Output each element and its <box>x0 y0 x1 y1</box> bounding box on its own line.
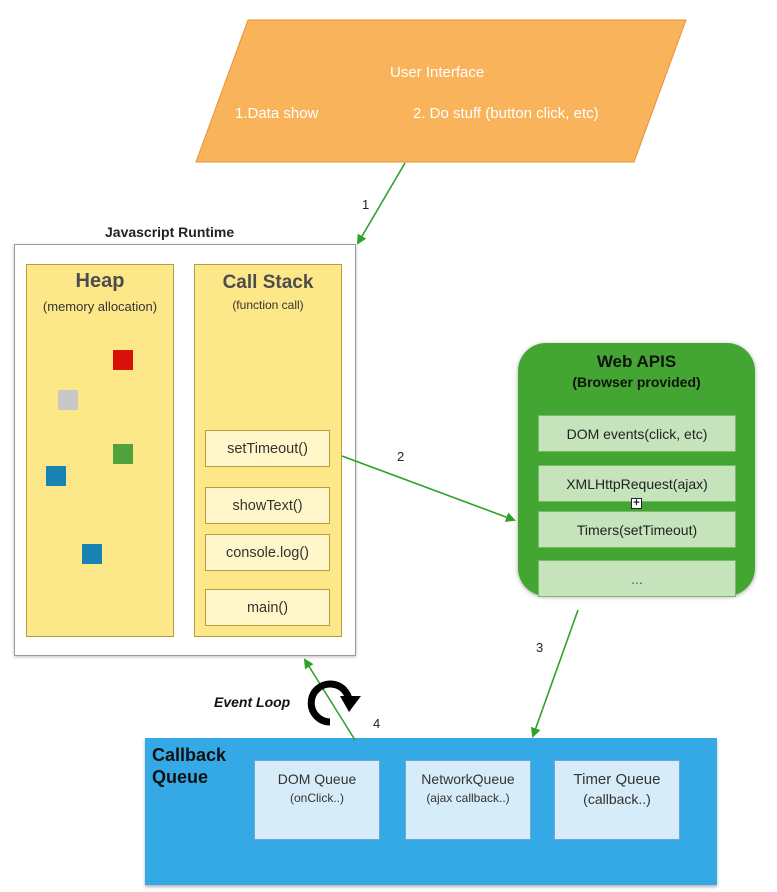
arrow-webapi-to-queue <box>530 609 579 738</box>
heap-subtitle: (memory allocation) <box>42 299 158 314</box>
ui-do-stuff-label: 2. Do stuff (button click, etc) <box>413 105 599 122</box>
step-label-2: 2 <box>397 449 405 464</box>
step-label-4: 4 <box>373 716 381 731</box>
ui-data-show-label: 1.Data show <box>235 105 319 122</box>
dom-queue: DOM Queue (onClick..) <box>254 760 380 840</box>
stack-frame-console-log: console.log() <box>205 534 330 571</box>
move-cursor-icon: + <box>631 498 642 509</box>
stack-frame-main: main() <box>205 589 330 626</box>
stack-frame-settimeout: setTimeout() <box>205 430 330 467</box>
network-queue: NetworkQueue (ajax callback..) <box>405 760 531 840</box>
event-loop-icon <box>307 680 361 726</box>
heap-object-blue <box>82 544 102 564</box>
step-label-3: 3 <box>536 640 544 655</box>
api-more: ... <box>538 560 736 597</box>
heap-object-green <box>113 444 133 464</box>
callback-queue-title-text: Callback Queue <box>152 745 227 787</box>
heap-object-red <box>113 350 133 370</box>
dom-queue-sub: (onClick..) <box>289 791 344 805</box>
web-apis-title: Web APIS <box>596 352 677 371</box>
api-timers: Timers(setTimeout) <box>538 511 736 548</box>
heap-panel <box>26 264 174 637</box>
timer-queue: Timer Queue (callback..) <box>554 760 680 840</box>
stack-frame-showtext: showText() <box>205 487 330 524</box>
callback-queue-title: Callback Queue <box>152 744 232 788</box>
timer-queue-label: Timer Queue <box>573 771 661 788</box>
step-label-1: 1 <box>362 197 370 212</box>
heap-object-grey <box>58 390 78 410</box>
call-stack-subtitle: (function call) <box>232 298 304 312</box>
arrow-stack-to-webapi <box>341 455 516 522</box>
arrow-queue-to-runtime <box>303 658 356 741</box>
api-dom-events: DOM events(click, etc) <box>538 415 736 452</box>
network-queue-sub: (ajax callback..) <box>426 791 510 805</box>
call-stack-title: Call Stack <box>222 272 314 293</box>
heap-title: Heap <box>75 270 125 292</box>
dom-queue-label: DOM Queue <box>277 771 357 787</box>
web-apis-subtitle: (Browser provided) <box>572 374 701 390</box>
runtime-title: Javascript Runtime <box>105 224 235 240</box>
timer-queue-sub: (callback..) <box>583 791 651 807</box>
event-loop-label: Event Loop <box>214 694 291 710</box>
network-queue-label: NetworkQueue <box>421 771 515 787</box>
heap-object-blue <box>46 466 66 486</box>
user-interface-title: User Interface <box>390 64 485 81</box>
